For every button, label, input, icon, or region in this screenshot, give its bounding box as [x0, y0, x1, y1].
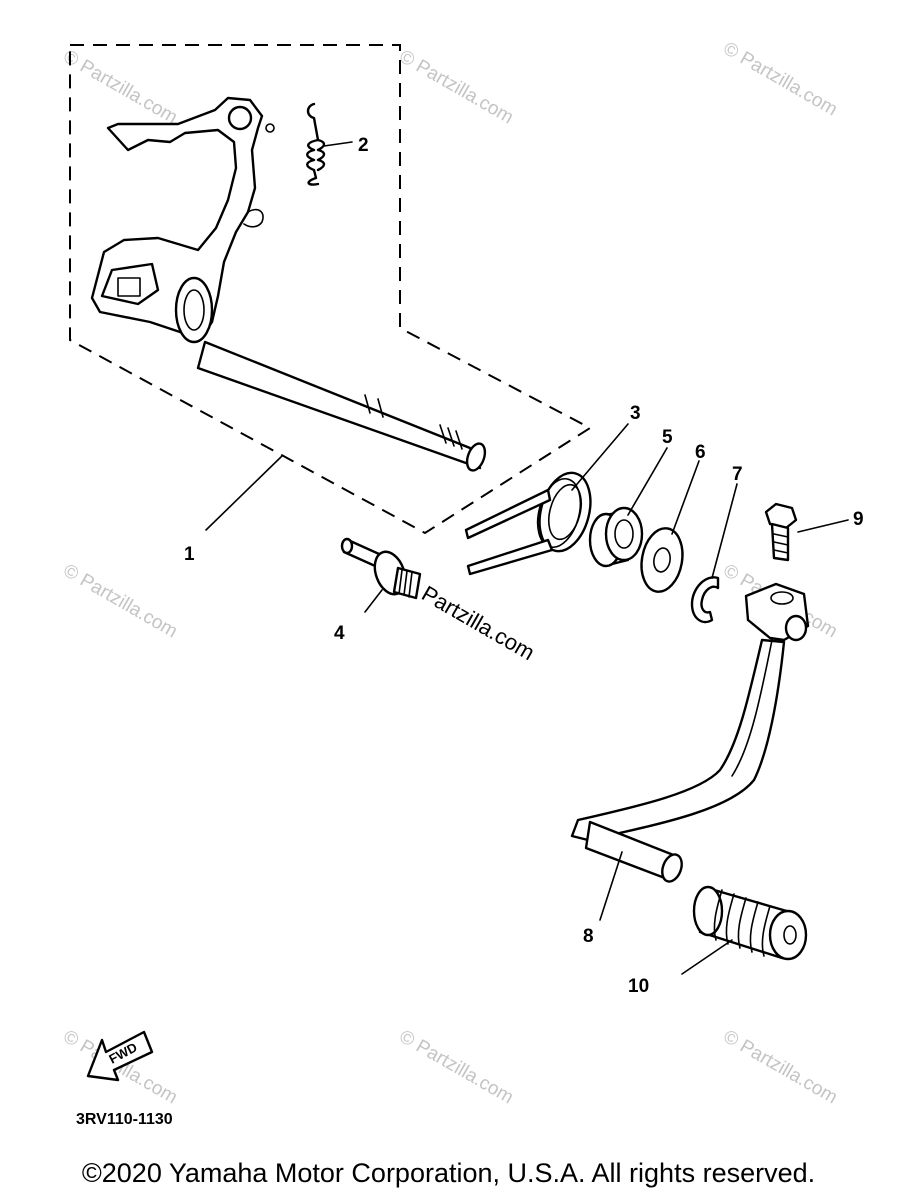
diagram-code: 3RV110-1130	[76, 1111, 173, 1128]
part-6-washer	[640, 527, 684, 593]
part-4-stopper-bolt	[340, 537, 422, 600]
assembly-boundary	[69, 44, 592, 535]
watermark-dark: Partzilla.com	[418, 581, 540, 666]
callout-5: 5	[662, 427, 673, 448]
callout-1: 1	[184, 544, 195, 565]
callout-6: 6	[695, 442, 706, 463]
part-2-spring	[306, 102, 326, 186]
watermark: © Partzilla.com	[396, 1026, 517, 1108]
callout-9: 9	[853, 509, 864, 530]
part-1-shift-shaft	[90, 96, 487, 472]
leader-lines	[205, 141, 849, 975]
watermark: © Partzilla.com	[720, 1026, 841, 1108]
watermark: © Partzilla.com	[60, 46, 181, 128]
callout-2: 2	[358, 135, 369, 156]
callout-3: 3	[630, 403, 641, 424]
callout-7: 7	[732, 464, 743, 485]
callouts: 1 2 3 4 5 6 7 8 9 10	[184, 135, 864, 997]
watermark: © Partzilla.com	[396, 46, 517, 128]
part-10-pedal-rubber	[692, 885, 808, 961]
watermark: © Partzilla.com	[720, 38, 841, 120]
part-3-torsion-spring	[464, 471, 592, 576]
part-8-shift-pedal	[570, 582, 810, 883]
callout-10: 10	[628, 976, 649, 997]
part-5-oil-seal	[588, 506, 644, 568]
part-7-circlip	[690, 576, 720, 624]
part-9-bolt	[764, 502, 798, 562]
watermarks: © Partzilla.com © Partzilla.com © Partzi…	[60, 38, 841, 1108]
watermark: © Partzilla.com	[60, 560, 181, 642]
callout-8: 8	[583, 926, 594, 947]
copyright-notice: ©2020 Yamaha Motor Corporation, U.S.A. A…	[81, 1158, 816, 1188]
callout-4: 4	[334, 623, 345, 644]
